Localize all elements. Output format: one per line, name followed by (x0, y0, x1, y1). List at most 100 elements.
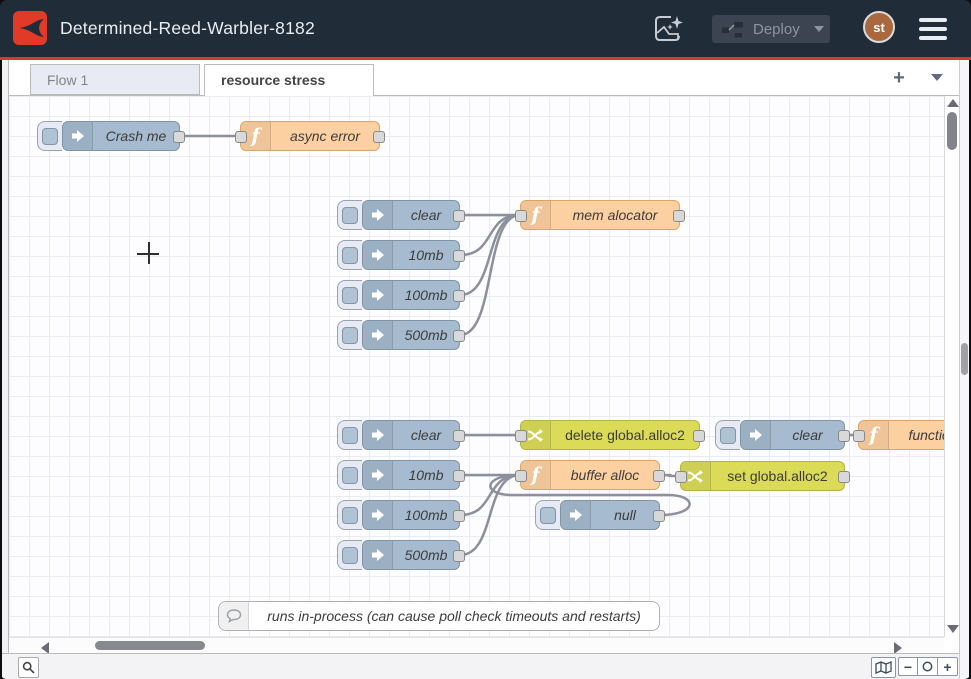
inject-trigger-button[interactable] (337, 540, 362, 570)
ai-assistant-icon[interactable] (651, 12, 685, 46)
flow-node-inject[interactable]: Crash me (37, 121, 180, 151)
flow-node-inject[interactable]: 100mb (337, 280, 460, 310)
flow-node-comment[interactable]: runs in-process (can cause poll check ti… (218, 601, 660, 631)
flow-tab[interactable]: resource stress (204, 64, 374, 97)
zoom-in-button[interactable]: + (938, 657, 958, 676)
flow-node-inject[interactable]: 10mb (337, 460, 460, 490)
input-port[interactable] (515, 210, 527, 222)
wire-layer (9, 96, 944, 637)
output-port[interactable] (453, 510, 465, 522)
inject-trigger-inner (342, 287, 358, 304)
flow-tabs: Flow 1resource stress (30, 64, 378, 96)
wire[interactable] (460, 215, 520, 255)
function-icon: f (531, 464, 539, 486)
output-port[interactable] (693, 430, 705, 442)
output-port[interactable] (453, 550, 465, 562)
output-port[interactable] (453, 290, 465, 302)
flow-node-inject[interactable]: clear (337, 200, 460, 230)
flow-node-inject[interactable]: 100mb (337, 500, 460, 530)
horizontal-scroll-thumb[interactable] (95, 641, 205, 650)
zoom-reset-button[interactable] (918, 657, 938, 676)
output-port[interactable] (653, 470, 665, 482)
inject-arrow-icon (70, 128, 86, 144)
inject-arrow-icon (370, 467, 386, 483)
output-port[interactable] (653, 510, 665, 522)
inject-trigger-button[interactable] (337, 280, 362, 310)
flow-canvas[interactable]: Crash me fasync error clear 10mb 100mb 500mb f… (9, 96, 944, 637)
inject-arrow-icon (370, 547, 386, 563)
flow-node-inject[interactable]: clear (337, 420, 460, 450)
output-port[interactable] (453, 330, 465, 342)
search-button[interactable] (18, 657, 39, 678)
inject-trigger-button[interactable] (337, 320, 362, 350)
input-port[interactable] (675, 471, 687, 483)
node-label: clear (771, 421, 844, 449)
horizontal-scrollbar[interactable] (9, 637, 944, 653)
inject-arrow-icon (370, 207, 386, 223)
output-port[interactable] (453, 430, 465, 442)
header-bar: Determined-Reed-Warbler-8182 Deploy st (0, 0, 971, 60)
flow-node-inject[interactable]: 500mb (337, 540, 460, 570)
flow-node-change[interactable]: set global.alloc2 (680, 461, 845, 491)
flow-node-inject[interactable]: clear (715, 420, 845, 450)
flow-node-function[interactable]: fasync error (240, 121, 380, 151)
search-icon (22, 661, 35, 674)
inject-trigger-button[interactable] (715, 420, 740, 450)
flow-tab[interactable]: Flow 1 (30, 64, 200, 95)
add-flow-button[interactable]: + (887, 66, 911, 90)
inject-trigger-inner (42, 128, 58, 145)
output-port[interactable] (838, 430, 850, 442)
flow-node-inject[interactable]: null (535, 500, 660, 530)
map-icon (875, 661, 892, 674)
zoom-out-button[interactable]: − (898, 657, 918, 676)
vertical-scroll-thumb[interactable] (947, 112, 957, 150)
inject-trigger-button[interactable] (535, 500, 560, 530)
output-port[interactable] (453, 470, 465, 482)
node-red-logo-icon[interactable] (13, 11, 47, 45)
input-port[interactable] (853, 430, 865, 442)
flow-list-caret-icon[interactable] (931, 74, 943, 81)
flow-node-inject[interactable]: 10mb (337, 240, 460, 270)
inject-trigger-button[interactable] (337, 240, 362, 270)
flow-node-function[interactable]: f buffer alloc (520, 460, 660, 490)
flow-node-function[interactable]: fmem alocator (520, 200, 680, 230)
flow-node-change[interactable]: delete global.alloc2 (520, 420, 700, 450)
scroll-down-arrow-icon[interactable] (947, 625, 959, 633)
inject-trigger-inner (342, 207, 358, 224)
flow-node-function[interactable]: ffunction (858, 420, 944, 450)
inject-arrow-icon (370, 247, 386, 263)
main-menu-button[interactable] (919, 18, 947, 40)
output-port[interactable] (453, 210, 465, 222)
input-port[interactable] (515, 470, 527, 482)
node-label: 100mb (393, 281, 459, 309)
page-scrollbar[interactable] (959, 60, 969, 679)
function-icon: f (251, 125, 259, 147)
output-port[interactable] (673, 210, 685, 222)
inject-trigger-button[interactable] (337, 500, 362, 530)
navigator-button[interactable] (871, 657, 896, 678)
inject-arrow-icon (370, 507, 386, 523)
flow-tab-bar: Flow 1resource stress + (9, 60, 959, 96)
inject-arrow-icon (748, 427, 764, 443)
deploy-options-caret-icon[interactable] (814, 26, 824, 32)
deploy-button[interactable]: Deploy (712, 15, 830, 43)
inject-trigger-inner (342, 247, 358, 264)
node-label: set global.alloc2 (711, 462, 844, 490)
input-port[interactable] (515, 430, 527, 442)
input-port[interactable] (235, 131, 247, 143)
inject-trigger-button[interactable] (337, 460, 362, 490)
inject-trigger-button[interactable] (37, 121, 62, 151)
node-label: buffer alloc (551, 461, 659, 489)
page-scroll-thumb[interactable] (961, 343, 968, 375)
vertical-scrollbar[interactable] (944, 96, 959, 637)
output-port[interactable] (373, 131, 385, 143)
workspace: Flow 1resource stress + Crash me fasync e… (2, 60, 969, 679)
user-avatar[interactable]: st (863, 11, 895, 43)
output-port[interactable] (453, 250, 465, 262)
inject-trigger-button[interactable] (337, 420, 362, 450)
output-port[interactable] (173, 131, 185, 143)
scroll-up-arrow-icon[interactable] (947, 99, 959, 107)
flow-node-inject[interactable]: 500mb (337, 320, 460, 350)
output-port[interactable] (838, 471, 850, 483)
inject-trigger-button[interactable] (337, 200, 362, 230)
